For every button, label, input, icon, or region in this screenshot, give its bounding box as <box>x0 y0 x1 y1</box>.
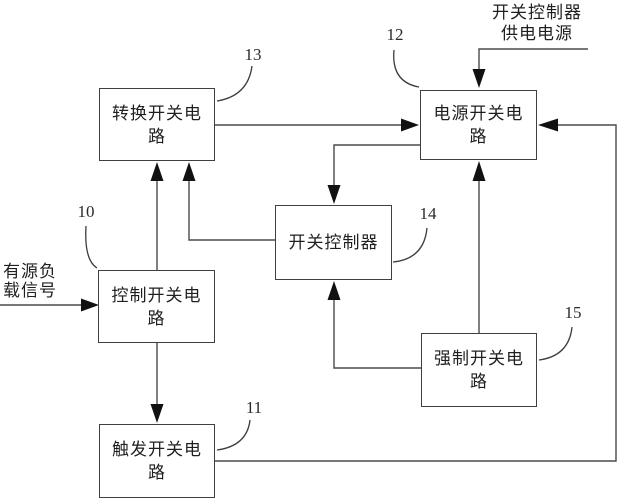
block-label-line: 路 <box>147 308 166 328</box>
block-label-line: 转换开关电 <box>112 103 202 123</box>
arrowhead-up-into-transfer-bottom-left <box>150 162 164 181</box>
leader-15 <box>538 326 573 361</box>
wire-controller-to-transfer <box>188 180 275 241</box>
block-forced-switch-circuit: 强制开关电 路 <box>421 333 537 407</box>
arrowhead-up-into-transfer-bottom-right <box>182 162 196 181</box>
ref-number-12: 12 <box>386 25 404 44</box>
block-label-line: 控制开关电 <box>111 285 202 305</box>
block-label-line: 路 <box>470 372 488 391</box>
leader-11 <box>216 419 251 451</box>
block-label-line: 开关控制器 <box>288 233 379 252</box>
label-line: 供电电源 <box>501 24 573 43</box>
block-switch-controller: 开关控制器 <box>275 205 392 280</box>
leader-13 <box>216 65 253 102</box>
arrowhead-up-into-controller-bottom <box>327 281 341 300</box>
block-trigger-switch-circuit: 触发开关电 路 <box>99 424 215 498</box>
label-line: 有源负 <box>3 262 57 281</box>
leader-14 <box>392 227 428 263</box>
label-active-load-signal: 有源负 载信号 <box>0 262 60 300</box>
wire-trigger-to-power <box>215 124 617 462</box>
wire-supply-to-power <box>478 48 588 70</box>
wire-forced-to-controller <box>333 299 421 369</box>
ref-number-10: 10 <box>77 202 95 221</box>
ref-number-15: 15 <box>564 303 582 322</box>
block-power-switch-circuit: 电源开关电 路 <box>420 90 537 160</box>
arrowhead-down-into-controller-top <box>327 185 341 204</box>
arrowhead-up-into-power-bottom <box>472 161 486 181</box>
block-label-line: 触发开关电 <box>112 440 202 459</box>
leader-10 <box>85 225 98 269</box>
arrowhead-left-into-power-right <box>538 118 558 132</box>
block-label-line: 路 <box>148 126 166 146</box>
ref-number-11: 11 <box>245 398 263 417</box>
label-line: 开关控制器 <box>492 3 582 22</box>
block-control-switch-circuit: 控制开关电 路 <box>98 270 215 343</box>
label-line: 载信号 <box>3 281 57 300</box>
arrowhead-down-into-power-top <box>472 69 486 88</box>
leader-12 <box>393 49 420 88</box>
ref-number-13: 13 <box>244 45 262 64</box>
label-switch-controller-supply: 开关控制器 供电电源 <box>478 2 596 44</box>
ref-number-14: 14 <box>419 204 437 223</box>
arrowhead-right-into-power-left <box>401 118 419 132</box>
block-label-line: 路 <box>148 463 166 482</box>
block-transfer-switch-circuit: 转换开关电 路 <box>99 88 215 161</box>
block-label-line: 路 <box>469 127 488 146</box>
wire-power-to-controller <box>333 144 420 186</box>
block-label-line: 电源开关电 <box>433 104 524 123</box>
arrowhead-down-into-trigger-top <box>150 404 164 423</box>
arrowhead-right-into-control-left <box>81 298 99 312</box>
block-label-line: 强制开关电 <box>434 349 524 368</box>
